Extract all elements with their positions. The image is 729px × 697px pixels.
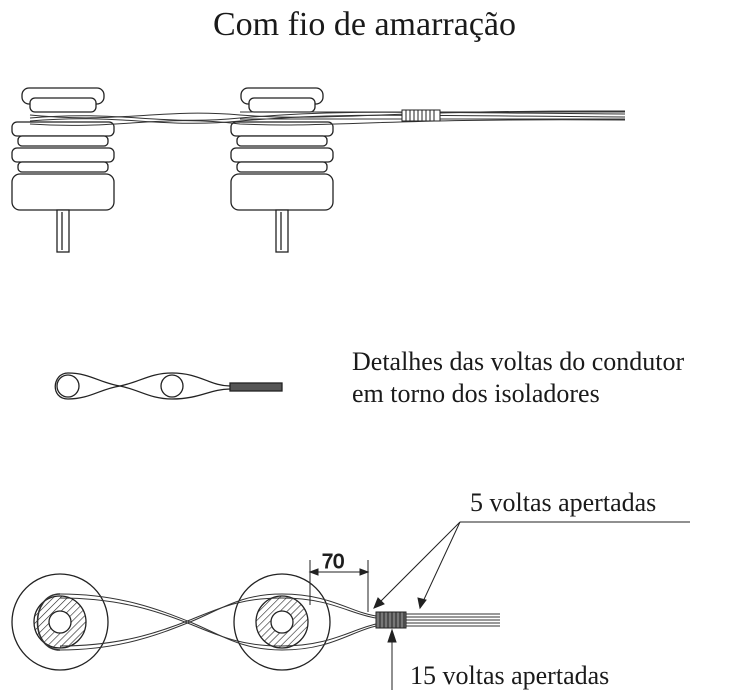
figure-eight-detail — [54, 372, 283, 400]
binding-wraps-top-view — [375, 611, 407, 629]
detail-caption-line2: em torno dos isoladores — [352, 379, 600, 408]
insulator-side-view-left — [11, 87, 115, 253]
insulator-top-view-right — [233, 573, 331, 671]
dimension-70: 70 — [308, 551, 370, 612]
five-turns-label: 5 voltas apertadas — [470, 488, 657, 517]
dimension-70-value: 70 — [322, 551, 344, 573]
fifteen-turns-label: 15 voltas apertadas — [410, 661, 610, 690]
conductor-top-view — [36, 593, 500, 651]
insulator-side-view-right — [230, 87, 334, 253]
detail-caption-line1: Detalhes das voltas do condutor — [352, 347, 685, 376]
five-turns-leader — [373, 521, 690, 610]
insulator-top-view-left — [11, 573, 109, 671]
diagram-title: Com fio de amarração — [212, 6, 517, 43]
binding-wraps-side-view — [401, 109, 441, 122]
fifteen-turns-leader — [387, 628, 397, 690]
